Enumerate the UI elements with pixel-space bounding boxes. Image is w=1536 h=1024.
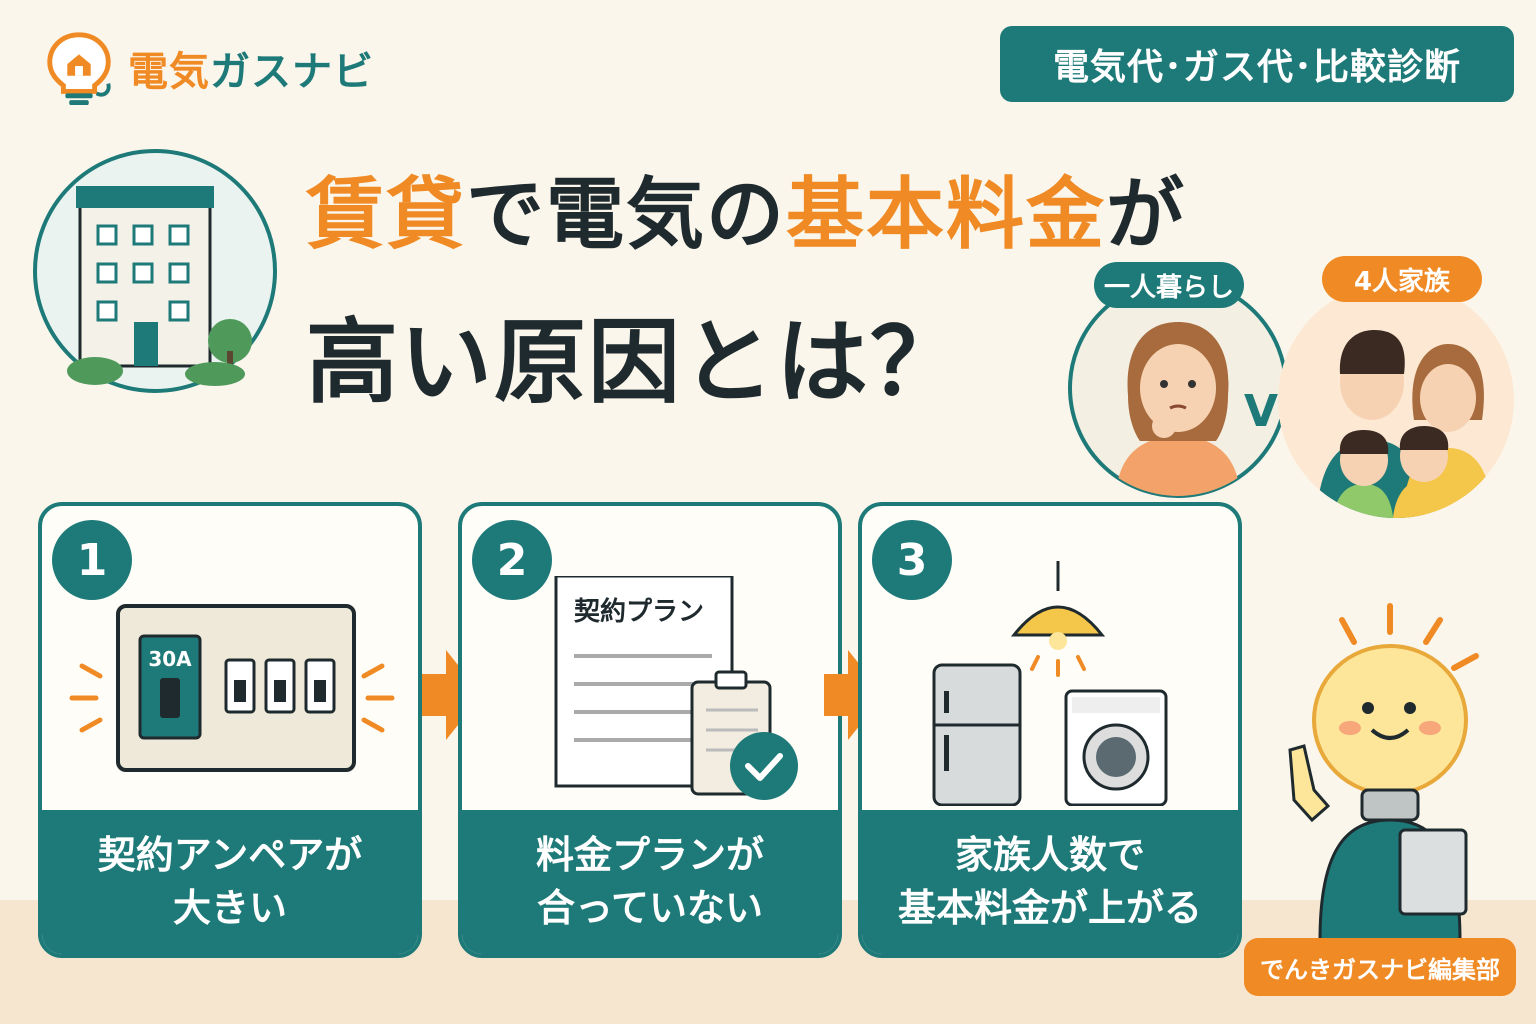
washing-machine-icon — [1064, 689, 1168, 806]
step-number: 1 — [52, 520, 132, 600]
step-card-1: 1 30A 契約アンペアが 大きい — [38, 502, 422, 958]
lightbulb-logo-icon — [47, 32, 111, 106]
ampere-label: 30A — [148, 647, 192, 671]
step-caption: 料金プランが 合っていない — [462, 810, 838, 954]
headline-segment: が — [1106, 170, 1187, 260]
arrow-right-icon — [824, 650, 884, 740]
step-card-2: 2 契約プラン 料金プランが 合っていない — [458, 502, 842, 958]
single-person-label: 一人暮らし — [1094, 262, 1244, 308]
family-icon — [1278, 282, 1514, 518]
step-card-3: 3 家族人数で 基本料金が上がる — [858, 502, 1242, 958]
step-caption-line-1: 料金プランが — [535, 832, 764, 877]
arrow-right-icon — [422, 650, 482, 740]
step-number: 3 — [872, 520, 952, 600]
headline-line-1: 賃貸で電気の基本料金が — [306, 152, 1186, 264]
step-number: 2 — [472, 520, 552, 600]
lightbulb-mascot-icon — [1288, 603, 1479, 940]
checkmark-icon — [730, 732, 798, 800]
step-caption-line-2: 大きい — [172, 886, 287, 930]
category-badge: 電気代･ガス代･比較診断 — [1000, 26, 1514, 102]
logo-text: 電気ガスナビ — [128, 49, 374, 95]
step-caption: 家族人数で 基本料金が上がる — [862, 810, 1238, 954]
step-caption-line-1: 家族人数で — [954, 832, 1145, 877]
step-caption-line-1: 契約アンペアが — [97, 832, 363, 877]
step-caption-line-2: 基本料金が上がる — [897, 886, 1202, 930]
site-logo[interactable]: 電気ガスナビ — [40, 28, 500, 108]
family-label: 4人家族 — [1322, 256, 1482, 302]
appliances-illustration — [932, 561, 1168, 806]
headline-segment: で電気の — [466, 170, 787, 260]
apartment-building-icon — [33, 149, 277, 393]
step-caption: 契約アンペアが 大きい — [42, 810, 418, 954]
headline-segment: 基本料金 — [786, 170, 1107, 260]
breaker-panel-icon: 30A — [69, 604, 395, 772]
editor-badge: でんきガスナビ編集部 — [1244, 938, 1516, 996]
headline-segment: 賃貸 — [306, 170, 467, 260]
woman-thinking-icon — [1068, 278, 1288, 498]
ceiling-lamp-icon — [1010, 561, 1106, 677]
step-caption-line-2: 合っていない — [536, 886, 764, 930]
headline-line-2: 高い原因とは？ — [306, 309, 965, 416]
contract-document-icon: 契約プラン — [554, 576, 798, 800]
contract-plan-label: 契約プラン — [573, 596, 704, 627]
refrigerator-icon — [932, 663, 1022, 806]
